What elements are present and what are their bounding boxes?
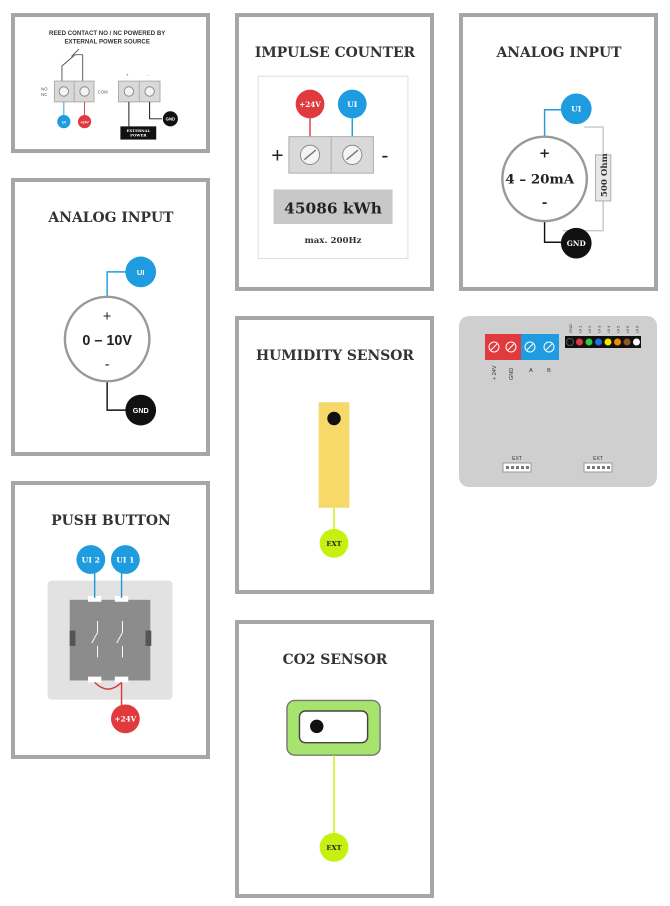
sensor-hole: [327, 411, 341, 426]
reed-title-line1: REED CONTACT NO / NC POWERED BY: [49, 30, 165, 37]
label-no: NO: [41, 87, 48, 92]
meter-display: [273, 189, 393, 224]
analog-input-v-diagram: ANALOG INPUT + 0 – 10V - UI GND: [47, 210, 174, 426]
analog-v-gnd-terminal: [125, 394, 157, 426]
device-a-label: A: [529, 368, 533, 374]
resistor-label: 500 Ohm: [600, 153, 610, 197]
impulse-ui-label: UI: [347, 100, 358, 109]
reed-ui-label: UI: [62, 121, 66, 125]
push-title: PUSH BUTTON: [51, 513, 171, 529]
impulse-counter-diagram: IMPULSE COUNTER +24V UI + - 45086 kWh ma…: [255, 45, 416, 260]
analog-v-title: ANALOG INPUT: [47, 210, 174, 226]
push-ui2-label: UI 2: [82, 555, 100, 564]
pin-label: UI 2: [587, 325, 592, 333]
humidity-sensor-diagram: HUMIDITY SENSOR EXT: [256, 348, 414, 558]
reed-contact-diagram: REED CONTACT NO / NC POWERED BY EXTERNAL…: [41, 30, 178, 140]
analog-v-gnd-label: GND: [133, 406, 149, 415]
analog-ma-gnd-label: GND: [567, 239, 586, 248]
analog-v-ui-terminal: [125, 256, 157, 288]
co2-title: CO2 SENSOR: [283, 652, 388, 668]
push-button-card: PUSH BUTTON UI 2 UI 1 +24V: [11, 481, 210, 759]
pin-label: GND: [568, 324, 573, 333]
push-ui2-terminal: [76, 545, 106, 574]
push-ui1-label: UI 1: [116, 555, 134, 564]
impulse-minus-sign: -: [381, 145, 388, 168]
analog-ma-ui-terminal: [560, 93, 592, 125]
pin-label: UI 5: [616, 325, 621, 333]
impulse-max-frequency: max. 200Hz: [305, 236, 362, 246]
co2-ext-terminal: [319, 832, 349, 862]
switch-rocker: [69, 599, 151, 681]
pin-label: UI 3: [597, 325, 602, 333]
label-com: COM: [98, 89, 108, 94]
resistor: [594, 154, 612, 202]
reed-title-line2: EXTERNAL POWER SOURCE: [64, 38, 149, 45]
device-ext2-label: EXT: [593, 456, 603, 462]
power-terminal-block: [485, 334, 521, 360]
voltage-source-circle: [63, 295, 151, 383]
reed-gnd-label: GND: [166, 117, 175, 122]
analog-v-plus: +: [103, 309, 111, 325]
external-power-box: [120, 126, 157, 140]
controller-device-graphic: + 24V GND A B GND UI 1 UI 2 UI 3 UI 4 UI…: [459, 316, 657, 487]
analog-ma-gnd-terminal: [560, 227, 592, 259]
analog-v-ui-label: UI: [137, 268, 145, 277]
reed-ui-terminal: [57, 115, 71, 129]
device-plus24-label: + 24V: [492, 365, 498, 380]
ext-power-line2: POWER: [130, 133, 147, 138]
bus-terminal-block: [521, 334, 559, 360]
device-gnd-label: GND: [509, 368, 515, 380]
analog-v-range: 0 – 10V: [82, 333, 132, 349]
label-plus: +: [126, 72, 129, 77]
pin-label: UI 6: [625, 325, 630, 333]
push-ui1-terminal: [110, 545, 140, 574]
device-ext1-label: EXT: [512, 456, 522, 462]
controller-device: + 24V GND A B GND UI 1 UI 2 UI 3 UI 4 UI…: [459, 316, 657, 487]
impulse-title: IMPULSE COUNTER: [255, 45, 416, 61]
analog-input-ma-diagram: ANALOG INPUT + 4 – 20mA - 500 Ohm UI GND: [495, 45, 622, 259]
analog-ma-ui-label: UI: [571, 105, 582, 114]
ext-power-line1: EXTERNAL: [127, 128, 151, 133]
co2-sensor-card: CO2 SENSOR EXT: [235, 620, 434, 898]
humidity-ext-terminal: [319, 528, 349, 558]
impulse-plus-sign: +: [271, 145, 283, 168]
pin-label: UI 4: [606, 325, 611, 333]
co2-ext-label: EXT: [326, 844, 341, 852]
analog-v-minus: -: [105, 357, 110, 373]
device-b-label: B: [547, 368, 551, 374]
reed-plus24-label: +24V: [80, 121, 89, 125]
analog-ma-title: ANALOG INPUT: [495, 45, 622, 61]
reed-switch-wire: [61, 54, 83, 82]
pin-header: [565, 336, 641, 348]
analog-input-v-card: ANALOG INPUT + 0 – 10V - UI GND: [11, 178, 210, 456]
analog-ma-minus: -: [542, 195, 548, 211]
co2-sensor-diagram: CO2 SENSOR EXT: [283, 652, 388, 862]
meter-reading: 45086 kWh: [284, 199, 382, 217]
sensor-hole: [310, 719, 324, 734]
humidity-title: HUMIDITY SENSOR: [256, 348, 414, 364]
analog-ma-plus: +: [539, 146, 550, 162]
push-button-diagram: PUSH BUTTON UI 2 UI 1 +24V: [47, 513, 173, 734]
impulse-plus24-label: +24V: [299, 100, 321, 109]
push-plus24-terminal: [110, 704, 140, 734]
analog-input-ma-card: ANALOG INPUT + 4 – 20mA - 500 Ohm UI GND: [459, 13, 658, 291]
reed-plus24-terminal: [77, 115, 92, 129]
impulse-counter-card: IMPULSE COUNTER +24V UI + - 45086 kWh ma…: [235, 13, 434, 291]
reed-gnd-terminal: [162, 111, 178, 127]
current-source-circle: [501, 135, 589, 223]
push-plus24-label: +24V: [115, 715, 137, 724]
analog-ma-range: 4 – 20mA: [505, 172, 574, 188]
label-nc: NC: [41, 92, 47, 97]
label-minus: -: [147, 72, 149, 77]
humidity-ext-label: EXT: [326, 540, 341, 548]
co2-sensor-window: [298, 710, 369, 744]
reed-contact-card: REED CONTACT NO / NC POWERED BY EXTERNAL…: [11, 13, 210, 153]
impulse-plus24-terminal: [295, 89, 325, 119]
humidity-sensor-card: HUMIDITY SENSOR EXT: [235, 316, 434, 594]
pin-label: UI 6: [635, 325, 640, 333]
pin-label: UI 1: [578, 325, 583, 333]
impulse-ui-terminal: [337, 89, 367, 119]
